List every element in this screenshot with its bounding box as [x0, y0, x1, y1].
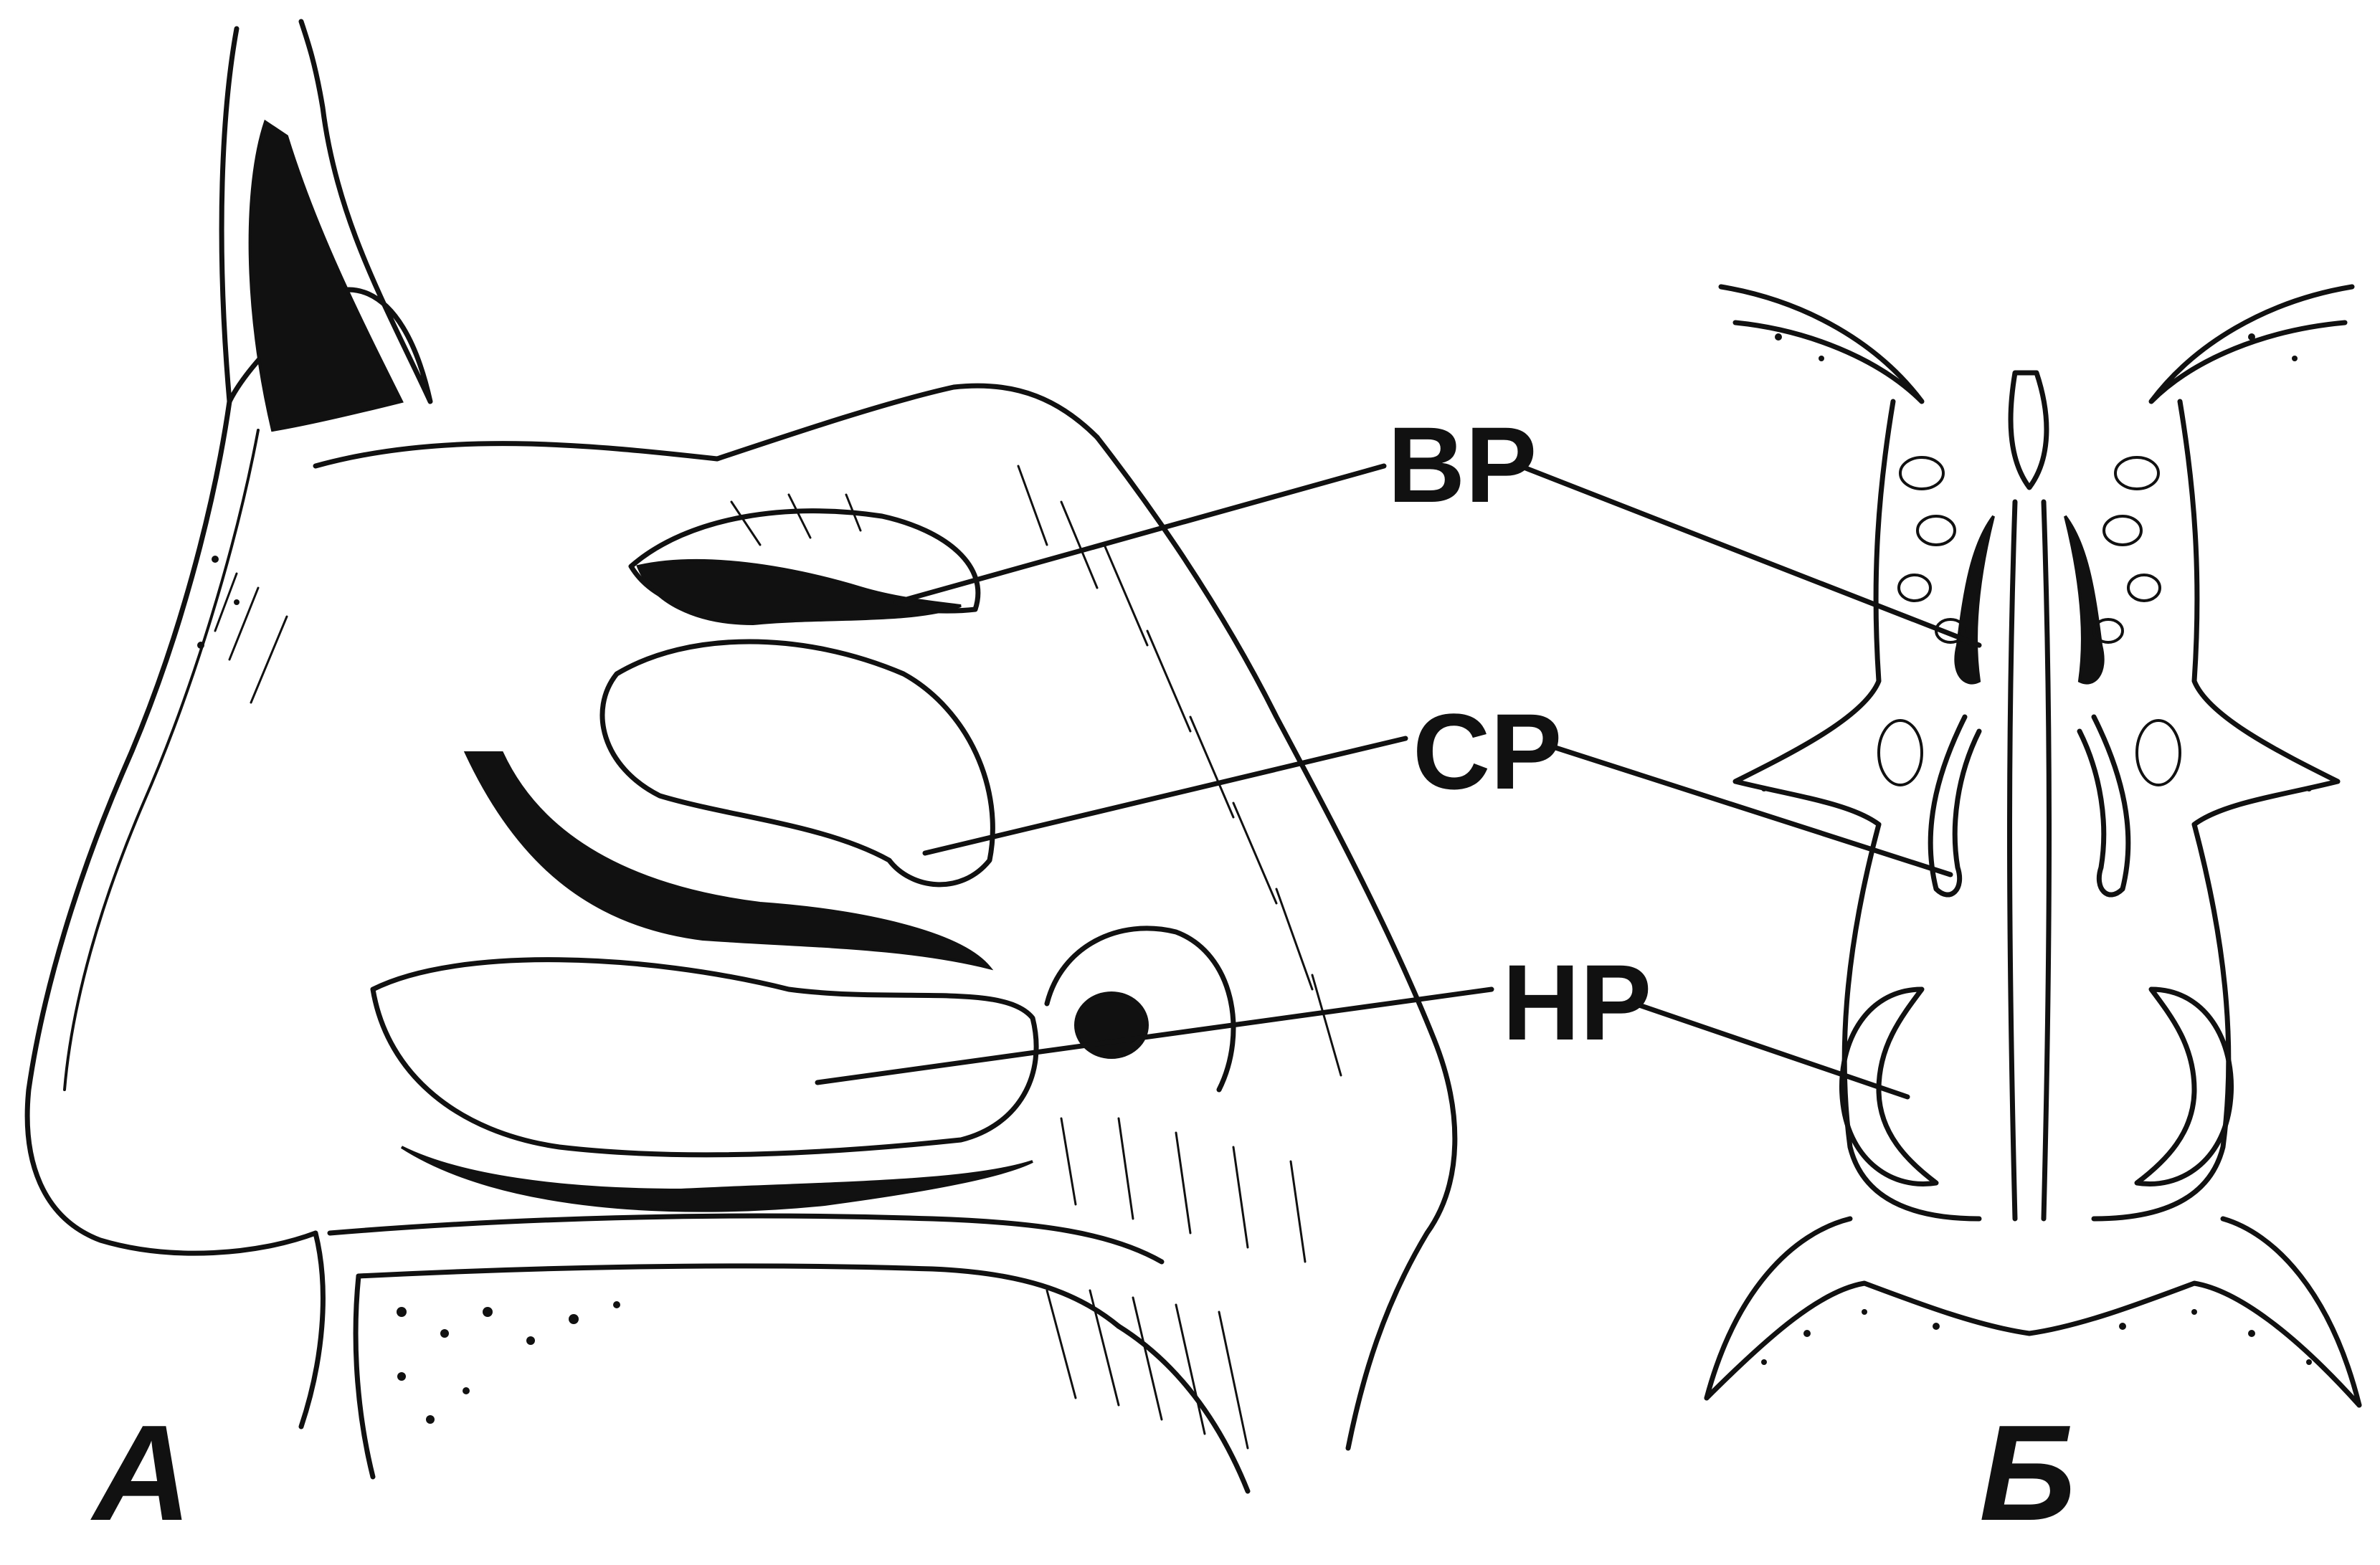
- upper-turbinate-left: [1955, 516, 1993, 683]
- lower-meatus-label: НР: [1502, 942, 1651, 1062]
- left-orbit-roof: [1721, 287, 1922, 401]
- crista-galli: [2011, 373, 2047, 487]
- palate-bone-lower: [359, 1266, 1119, 1326]
- nasal-bone-inner: [65, 430, 258, 1090]
- middle-turbinate: [602, 642, 992, 885]
- upper-leader-left: [896, 466, 1384, 602]
- lower-leader-left: [817, 989, 1492, 1083]
- middle-leader-left: [925, 738, 1405, 853]
- left-ethmoid-wall: [1735, 401, 1893, 824]
- palate-stipple: [197, 556, 620, 1424]
- sagittal-view-drawing: [27, 22, 1455, 1491]
- nasal-septum: [2010, 502, 2049, 1219]
- nostril-line: [301, 1233, 323, 1427]
- nose-outline: [27, 401, 316, 1253]
- hard-palate: [330, 1216, 1162, 1262]
- lower-turbinate-right: [2137, 989, 2232, 1184]
- panel-label-a: А: [90, 1397, 191, 1549]
- frontal-sinus: [250, 122, 402, 430]
- middle-meatus-label: СР: [1413, 691, 1562, 812]
- upper-leader-right: [1520, 466, 1979, 645]
- lower-turbinate: [373, 960, 1036, 1155]
- posterior-wall: [1097, 437, 1455, 1448]
- middle-meatus-shadow: [466, 753, 990, 968]
- upper-meatus-shadow: [638, 561, 961, 624]
- upper-turbinate-right: [2065, 516, 2103, 683]
- panel-label-b: Б: [1979, 1397, 2076, 1549]
- leader-lines: [817, 466, 1979, 1097]
- right-ethmoid-wall: [2180, 401, 2338, 824]
- lower-turbinate-left: [1841, 989, 1936, 1184]
- maxilla-line: [356, 1276, 373, 1477]
- middle-leader-right: [1549, 746, 1950, 875]
- coronal-stipple: [1761, 333, 2312, 1365]
- upper-meatus-label: ВР: [1388, 404, 1537, 525]
- cavity-roof: [316, 386, 1097, 466]
- right-orbit-roof: [2151, 287, 2352, 401]
- middle-turbinate-right: [2080, 717, 2128, 895]
- coronal-view-drawing: [1707, 287, 2359, 1405]
- coronal-palate: [1707, 1283, 2359, 1405]
